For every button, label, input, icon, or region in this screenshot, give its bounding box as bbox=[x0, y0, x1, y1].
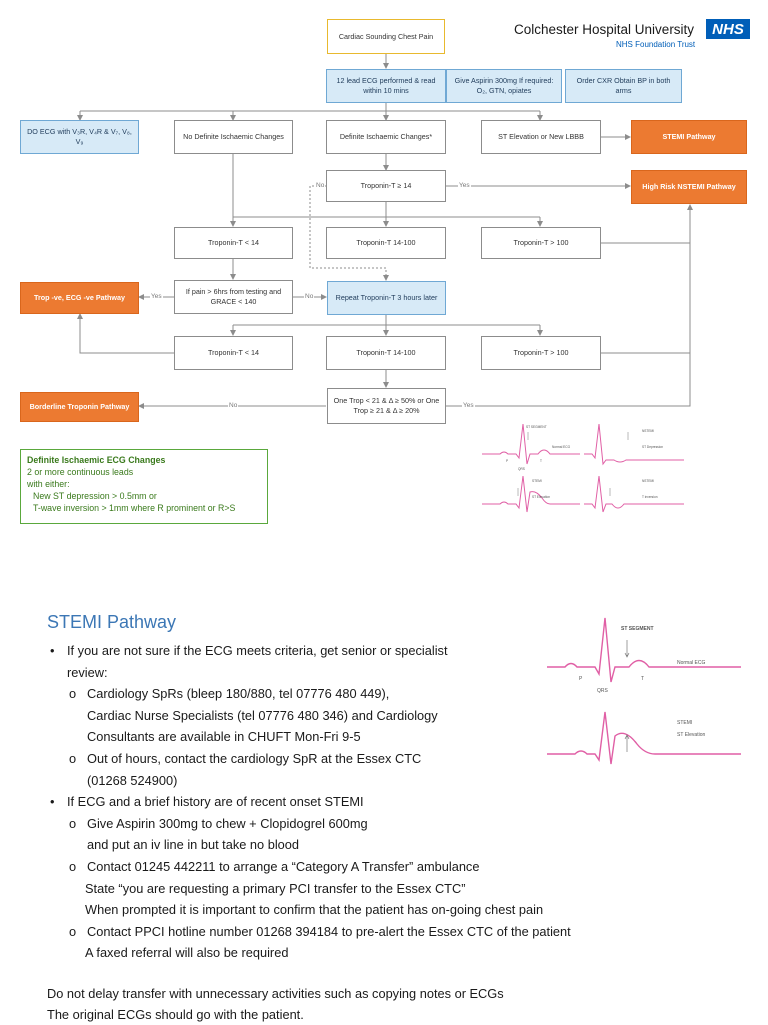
pain-grace-box: If pain > 6hrs from testing and GRACE < … bbox=[174, 280, 293, 314]
troponin-lt14-box-1: Troponin-T < 14 bbox=[174, 227, 293, 259]
ecg-big-qrs-label: QRS bbox=[597, 688, 609, 694]
sub-1-line-3: Consultants are available in CHUFT Mon-F… bbox=[87, 729, 361, 745]
ecg-small-t-label: T bbox=[540, 459, 542, 463]
sub-1-line-1: Cardiology SpRs (bleep 180/880, tel 0777… bbox=[87, 686, 390, 702]
bullet-2-line-1: If ECG and a brief history are of recent… bbox=[67, 794, 364, 810]
start-box: Cardiac Sounding Chest Pain bbox=[327, 19, 445, 54]
footer-line-2: The original ECGs should go with the pat… bbox=[47, 1007, 304, 1022]
sub-4-line-1: Contact 01245 442211 to arrange a “Categ… bbox=[87, 858, 480, 874]
ecg-small-nstemi2-label: NSTEMI bbox=[642, 479, 654, 483]
footer-notes: Do not delay transfer with unnecessary a… bbox=[47, 983, 504, 1025]
sub-2-line-2: (01268 524900) bbox=[87, 772, 178, 788]
ecg-small-normal-label: Normal ECG bbox=[552, 445, 571, 449]
ecg-small-qrs-label: QRS bbox=[518, 467, 525, 471]
aspirin-box: Give Aspirin 300mg If required: O₂, GTN,… bbox=[446, 69, 562, 103]
definition-line-4: T-wave inversion > 1mm where R prominent… bbox=[33, 503, 236, 513]
ecg-small-p-label: P bbox=[506, 459, 508, 463]
troponin-ge14-box: Troponin-T ≥ 14 bbox=[326, 170, 446, 202]
nhs-logo: NHS bbox=[706, 19, 750, 39]
bullet-1-line-2: review: bbox=[67, 664, 108, 680]
stemi-instructions: If you are not sure if the ECG meets cri… bbox=[47, 640, 637, 964]
no-definite-box: No Definite Ischaemic Changes bbox=[174, 120, 293, 154]
cxr-box: Order CXR Obtain BP in both arms bbox=[565, 69, 682, 103]
ecg-small-stemi-label: STEMI bbox=[532, 479, 542, 483]
repeat-troponin-box: Repeat Troponin-T 3 hours later bbox=[327, 281, 446, 315]
troponin-14-100-box-1: Troponin-T 14-100 bbox=[326, 227, 446, 259]
sub-4-line-3: When prompted it is important to confirm… bbox=[85, 902, 544, 918]
label-yes-3: Yes bbox=[462, 402, 475, 409]
sub-2-line-1: Out of hours, contact the cardiology SpR… bbox=[87, 750, 422, 766]
ecg-small-st-segment-label: ST SEGMENT bbox=[526, 425, 547, 429]
troponin-lt14-box-2: Troponin-T < 14 bbox=[174, 336, 293, 370]
ecg-big-t-label: T bbox=[641, 676, 644, 682]
sub-1-line-2: Cardiac Nurse Specialists (tel 07776 480… bbox=[87, 707, 438, 723]
borderline-troponin-box: Borderline Troponin Pathway bbox=[20, 392, 139, 422]
sub-5-line-1: Contact PPCI hotline number 01268 394184… bbox=[87, 923, 571, 939]
bullet-1-line-1: If you are not sure if the ECG meets cri… bbox=[67, 643, 448, 658]
definition-line-2: with either: bbox=[27, 479, 70, 489]
bullet-1: If you are not sure if the ECG meets cri… bbox=[47, 640, 637, 662]
trust-name: NHS Foundation Trust bbox=[616, 40, 696, 49]
label-yes-2: Yes bbox=[150, 293, 163, 300]
ecg-small-t-inversion-label: T inversion bbox=[642, 495, 658, 499]
sub-3-line-2: and put an iv line in but take no blood bbox=[87, 837, 300, 853]
troponin-gt100-box-1: Troponin-T > 100 bbox=[481, 227, 601, 259]
troponin-gt100-box-2: Troponin-T > 100 bbox=[481, 336, 601, 370]
one-trop-box: One Trop < 21 & Δ ≥ 50% or One Trop ≥ 21… bbox=[327, 388, 446, 424]
troponin-14-100-box-2: Troponin-T 14-100 bbox=[326, 336, 446, 370]
definition-box: Definite Ischaemic ECG Changes 2 or more… bbox=[20, 449, 268, 524]
ecg-big-p-label: P bbox=[579, 676, 583, 682]
ecg-big-normal-label: Normal ECG bbox=[677, 660, 705, 666]
bullet-2: If ECG and a brief history are of recent… bbox=[47, 791, 637, 813]
hospital-name: Colchester Hospital University bbox=[514, 22, 695, 37]
ecg-performed-box: 12 lead ECG performed & read within 10 m… bbox=[326, 69, 446, 103]
ecg-examples-small: ST SEGMENT Normal ECG P QRS T STEMI ST E… bbox=[480, 418, 686, 524]
definition-line-1: 2 or more continuous leads bbox=[27, 467, 134, 477]
definite-changes-box: Definite Ischaemic Changes* bbox=[326, 120, 446, 154]
ecg-small-nstemi-label: NSTEMI bbox=[642, 429, 654, 433]
definition-title: Definite Ischaemic ECG Changes bbox=[27, 455, 166, 465]
ecg-big-st-segment-label: ST SEGMENT bbox=[621, 626, 654, 632]
st-elevation-box: ST Elevation or New LBBB bbox=[481, 120, 601, 154]
label-yes-1: Yes bbox=[458, 182, 471, 189]
trop-neg-pathway-box: Trop -ve, ECG -ve Pathway bbox=[20, 282, 139, 314]
stemi-section-title: STEMI Pathway bbox=[47, 612, 177, 632]
footer-line-1: Do not delay transfer with unnecessary a… bbox=[47, 986, 504, 1001]
ecg-small-st-elevation-label: ST Elevation bbox=[532, 495, 550, 499]
ecg-examples-large: ST SEGMENT Normal ECG P QRS T STEMI ST E… bbox=[547, 617, 741, 765]
label-no-3: No bbox=[228, 402, 239, 409]
sub-3-line-1: Give Aspirin 300mg to chew + Clopidogrel… bbox=[87, 815, 368, 831]
stemi-pathway-box: STEMI Pathway bbox=[631, 120, 747, 154]
sub-4-line-2: State “you are requesting a primary PCI … bbox=[85, 880, 466, 896]
sub-5-line-2: A faxed referral will also be required bbox=[85, 945, 289, 961]
definition-line-3: New ST depression > 0.5mm or bbox=[33, 491, 157, 501]
label-no-1: No bbox=[315, 182, 326, 189]
high-risk-nstemi-box: High Risk NSTEMI Pathway bbox=[631, 170, 747, 204]
ecg-big-st-elevation-label: ST Elevation bbox=[677, 732, 705, 738]
ecg-big-stemi-label: STEMI bbox=[677, 720, 692, 726]
label-no-2: No bbox=[304, 293, 315, 300]
ecg-small-st-depression-label: ST Depression bbox=[642, 445, 663, 449]
do-ecg-box: DO ECG with V₃R, V₄R & V₇, V₈, V₉ bbox=[20, 120, 139, 154]
